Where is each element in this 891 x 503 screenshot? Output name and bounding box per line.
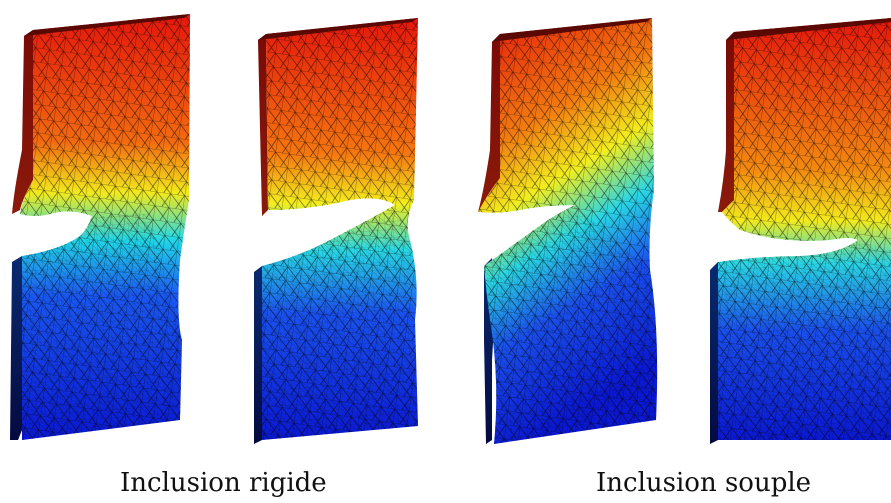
specimen-soft-1 <box>478 18 658 444</box>
specimen-rigid-1 <box>10 14 190 440</box>
specimen-rigid-2 <box>254 18 418 444</box>
caption-rigid-inclusion: Inclusion rigide <box>120 468 327 498</box>
specimen-side-face <box>12 30 33 214</box>
caption-soft-inclusion: Inclusion souple <box>596 468 812 498</box>
specimen-soft-2 <box>710 18 891 444</box>
